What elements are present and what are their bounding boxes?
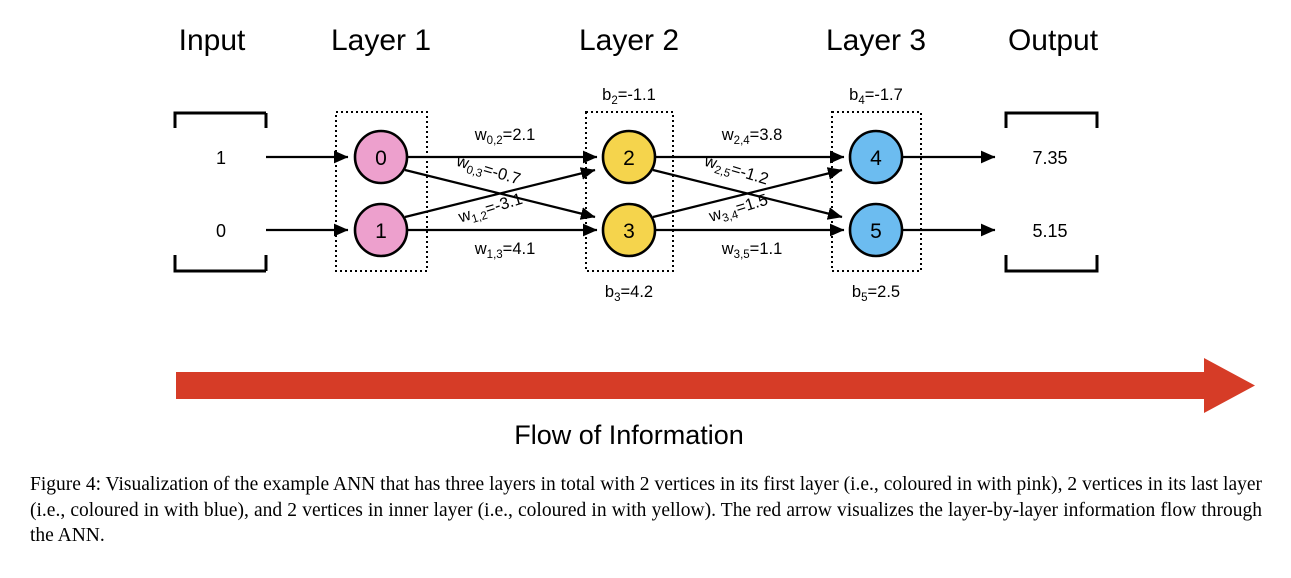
input-bracket-top-left	[173, 111, 266, 118]
bias-label-b5: b5=2.5	[852, 283, 900, 304]
weight-w02-sub: 0,2	[487, 135, 503, 147]
header-output: Output	[1008, 24, 1099, 57]
node-1[interactable]: 1	[353, 202, 409, 258]
weight-w02-eq: =	[503, 126, 513, 144]
node-5-label: 5	[870, 220, 882, 243]
node-2[interactable]: 2	[601, 129, 657, 185]
bias-b3-sub: 3	[614, 292, 620, 304]
column-headers: Input Layer 1 Layer 2 Layer 3 Output	[179, 24, 1099, 57]
node-2-label: 2	[623, 147, 635, 170]
bias-label-b3: b3=4.2	[605, 283, 653, 304]
input-vector: 1 0	[173, 111, 268, 273]
weight-w24-sub: 2,4	[734, 135, 751, 147]
layer-1-box	[335, 111, 428, 272]
node-3[interactable]: 3	[601, 202, 657, 258]
bias-b3-eq: =	[621, 283, 631, 301]
bias-b2-sub: 2	[611, 95, 617, 107]
bias-b5-sub: 5	[861, 292, 867, 304]
node-4[interactable]: 4	[848, 129, 904, 185]
input-value-0: 1	[216, 148, 226, 168]
output-value-0: 7.35	[1032, 148, 1067, 168]
weight-w13-value: 4.1	[512, 240, 535, 258]
weight-w35-value: 1.1	[759, 240, 782, 258]
header-layer-2: Layer 2	[579, 24, 679, 57]
node-1-circle[interactable]	[353, 202, 409, 258]
bias-b2-name: b	[602, 86, 611, 104]
input-bracket-bottom-left	[173, 255, 266, 273]
bias-b4-value: -1.7	[874, 86, 902, 104]
input-value-1: 0	[216, 221, 226, 241]
node-2-circle[interactable]	[601, 129, 657, 185]
node-4-label: 4	[870, 147, 882, 170]
output-vector: 7.35 5.15	[1004, 111, 1099, 273]
header-layer-1: Layer 1	[331, 24, 431, 57]
node-3-circle[interactable]	[601, 202, 657, 258]
output-value-1: 5.15	[1032, 221, 1067, 241]
bias-b5-eq: =	[868, 283, 878, 301]
ann-diagram: Input Layer 1 Layer 2 Layer 3 Output 1 0…	[173, 24, 1255, 450]
bias-b2-eq: =	[618, 86, 628, 104]
weight-label-w24: w2,4=3.8	[721, 126, 783, 147]
flow-caption: Flow of Information	[514, 420, 744, 450]
weight-w35-sub: 3,5	[734, 249, 750, 261]
weight-w35-name: w	[721, 240, 734, 258]
layer-2-box	[585, 111, 674, 272]
header-input: Input	[179, 24, 246, 57]
output-bracket-bottom	[1004, 255, 1099, 273]
weight-label-w13: w1,3=4.1	[474, 240, 536, 261]
weight-w34-value: 1.5	[743, 191, 770, 215]
weight-w13-eq: =	[503, 240, 513, 258]
flow-arrow-shape	[176, 358, 1255, 413]
weight-w24-eq: =	[750, 126, 760, 144]
weight-w34-name: w	[706, 205, 724, 226]
node-0-circle[interactable]	[353, 129, 409, 185]
weight-w24-name: w	[721, 126, 734, 144]
node-5[interactable]: 5	[848, 202, 904, 258]
bias-b5-name: b	[852, 283, 861, 301]
node-0-label: 0	[375, 147, 387, 170]
bias-label-b4: b4=-1.7	[849, 86, 903, 107]
weight-w02-name: w	[474, 126, 487, 144]
node-1-label: 1	[375, 220, 387, 243]
figure-caption: Figure 4: Visualization of the example A…	[30, 474, 1262, 546]
bias-b5-value: 2.5	[877, 283, 900, 301]
weight-w25-sub: 2,5	[713, 164, 732, 180]
weight-w13-sub: 1,3	[487, 249, 503, 261]
bias-b3-name: b	[605, 283, 614, 301]
weight-w03-sub: 0,3	[465, 164, 484, 180]
weight-w03-name: w	[453, 152, 471, 173]
node-0[interactable]: 0	[353, 129, 409, 185]
weight-w35-eq: =	[750, 240, 760, 258]
bias-b2-value: -1.1	[627, 86, 655, 104]
bias-label-b2: b2=-1.1	[602, 86, 656, 107]
layer-3-box	[831, 111, 922, 272]
weight-label-w35: w3,5=1.1	[721, 240, 783, 261]
weight-w25-value: -1.2	[738, 163, 770, 189]
edge-1-to-2	[404, 167, 596, 219]
node-4-circle[interactable]	[848, 129, 904, 185]
weight-w12-name: w	[455, 206, 473, 227]
flow-arrow	[176, 358, 1255, 413]
weight-label-w34: w3,4=1.5	[706, 191, 771, 229]
header-layer-3: Layer 3	[826, 24, 926, 57]
weight-w24-value: 3.8	[759, 126, 782, 144]
output-bracket-top	[1004, 111, 1099, 128]
bias-b3-value: 4.2	[630, 283, 653, 301]
weight-w13-name: w	[474, 240, 487, 258]
node-5-circle[interactable]	[848, 202, 904, 258]
node-3-label: 3	[623, 220, 635, 243]
weight-label-w02: w0,2=2.1	[474, 126, 536, 147]
bias-b4-sub: 4	[858, 95, 865, 107]
weight-w03-value: -0.7	[490, 163, 522, 189]
edge-3-to-4	[652, 167, 843, 219]
bias-b4-eq: =	[865, 86, 875, 104]
weight-w34-sub: 3,4	[721, 209, 740, 225]
weight-w25-name: w	[701, 152, 719, 173]
weight-w02-value: 2.1	[512, 126, 535, 144]
weight-w12-sub: 1,2	[470, 210, 489, 226]
bias-b4-name: b	[849, 86, 858, 104]
